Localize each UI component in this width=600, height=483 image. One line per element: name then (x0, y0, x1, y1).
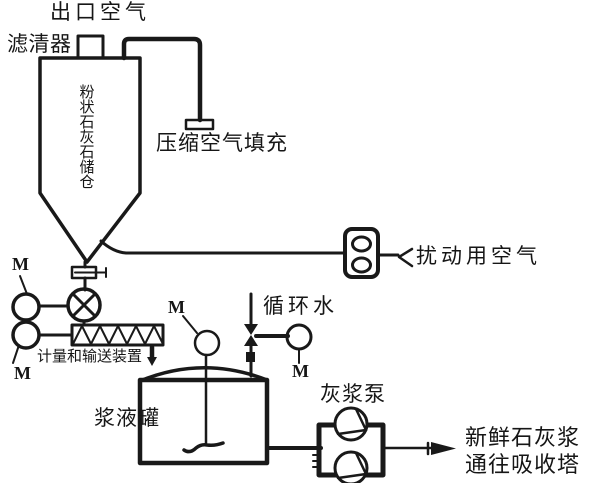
slurry-pump-loop (312, 406, 386, 483)
fresh-slurry-label-line1: 新鲜石灰浆 (465, 425, 581, 450)
slurry-tank (137, 366, 270, 466)
outlet-air-label: 出口空气 (50, 0, 150, 24)
water-valve (244, 324, 258, 335)
discharge-arrow (147, 344, 157, 366)
filter-label: 滤清器 (7, 32, 72, 56)
circulating-water-line (244, 292, 313, 378)
filter-box (76, 34, 105, 60)
agitation-air-label: 扰动用空气 (416, 244, 541, 268)
slurry-pump-1 (333, 406, 369, 442)
agitation-air-arrow (376, 247, 414, 268)
fresh-slurry-label-line2: 通往吸收塔 (465, 452, 581, 477)
metering-conveyor-label: 计量和输送装置 (37, 349, 143, 365)
motor-1 (11, 275, 70, 322)
slide-gate-valve (70, 260, 107, 292)
rotary-valve (66, 287, 102, 327)
agitation-air-line (99, 239, 347, 255)
aeration-blower (343, 227, 380, 279)
slurry-pump-label: 灰浆泵 (320, 382, 386, 406)
compressed-air-fitting (184, 118, 215, 131)
silo-label: 粉状石灰石储仓 (77, 84, 94, 189)
motor-2-label: M (14, 363, 31, 383)
motor-2 (11, 320, 74, 364)
circulating-water-label: 循环水 (263, 294, 338, 318)
fresh-slurry-outlet-arrow (381, 441, 456, 456)
motor-1-label: M (12, 254, 29, 274)
agitator-motor-label: M (168, 297, 185, 317)
slurry-pump-2 (333, 450, 369, 483)
compressed-air-label: 压缩空气填充 (156, 131, 288, 155)
agitator-motor (193, 329, 221, 357)
slurry-tank-label: 浆液罐 (94, 406, 160, 430)
impeller (182, 441, 225, 454)
screw-conveyor (70, 323, 165, 347)
vent-pipe (121, 36, 215, 131)
water-pump (285, 323, 313, 351)
water-pump-motor-label: M (292, 361, 309, 381)
agitator (182, 315, 225, 454)
